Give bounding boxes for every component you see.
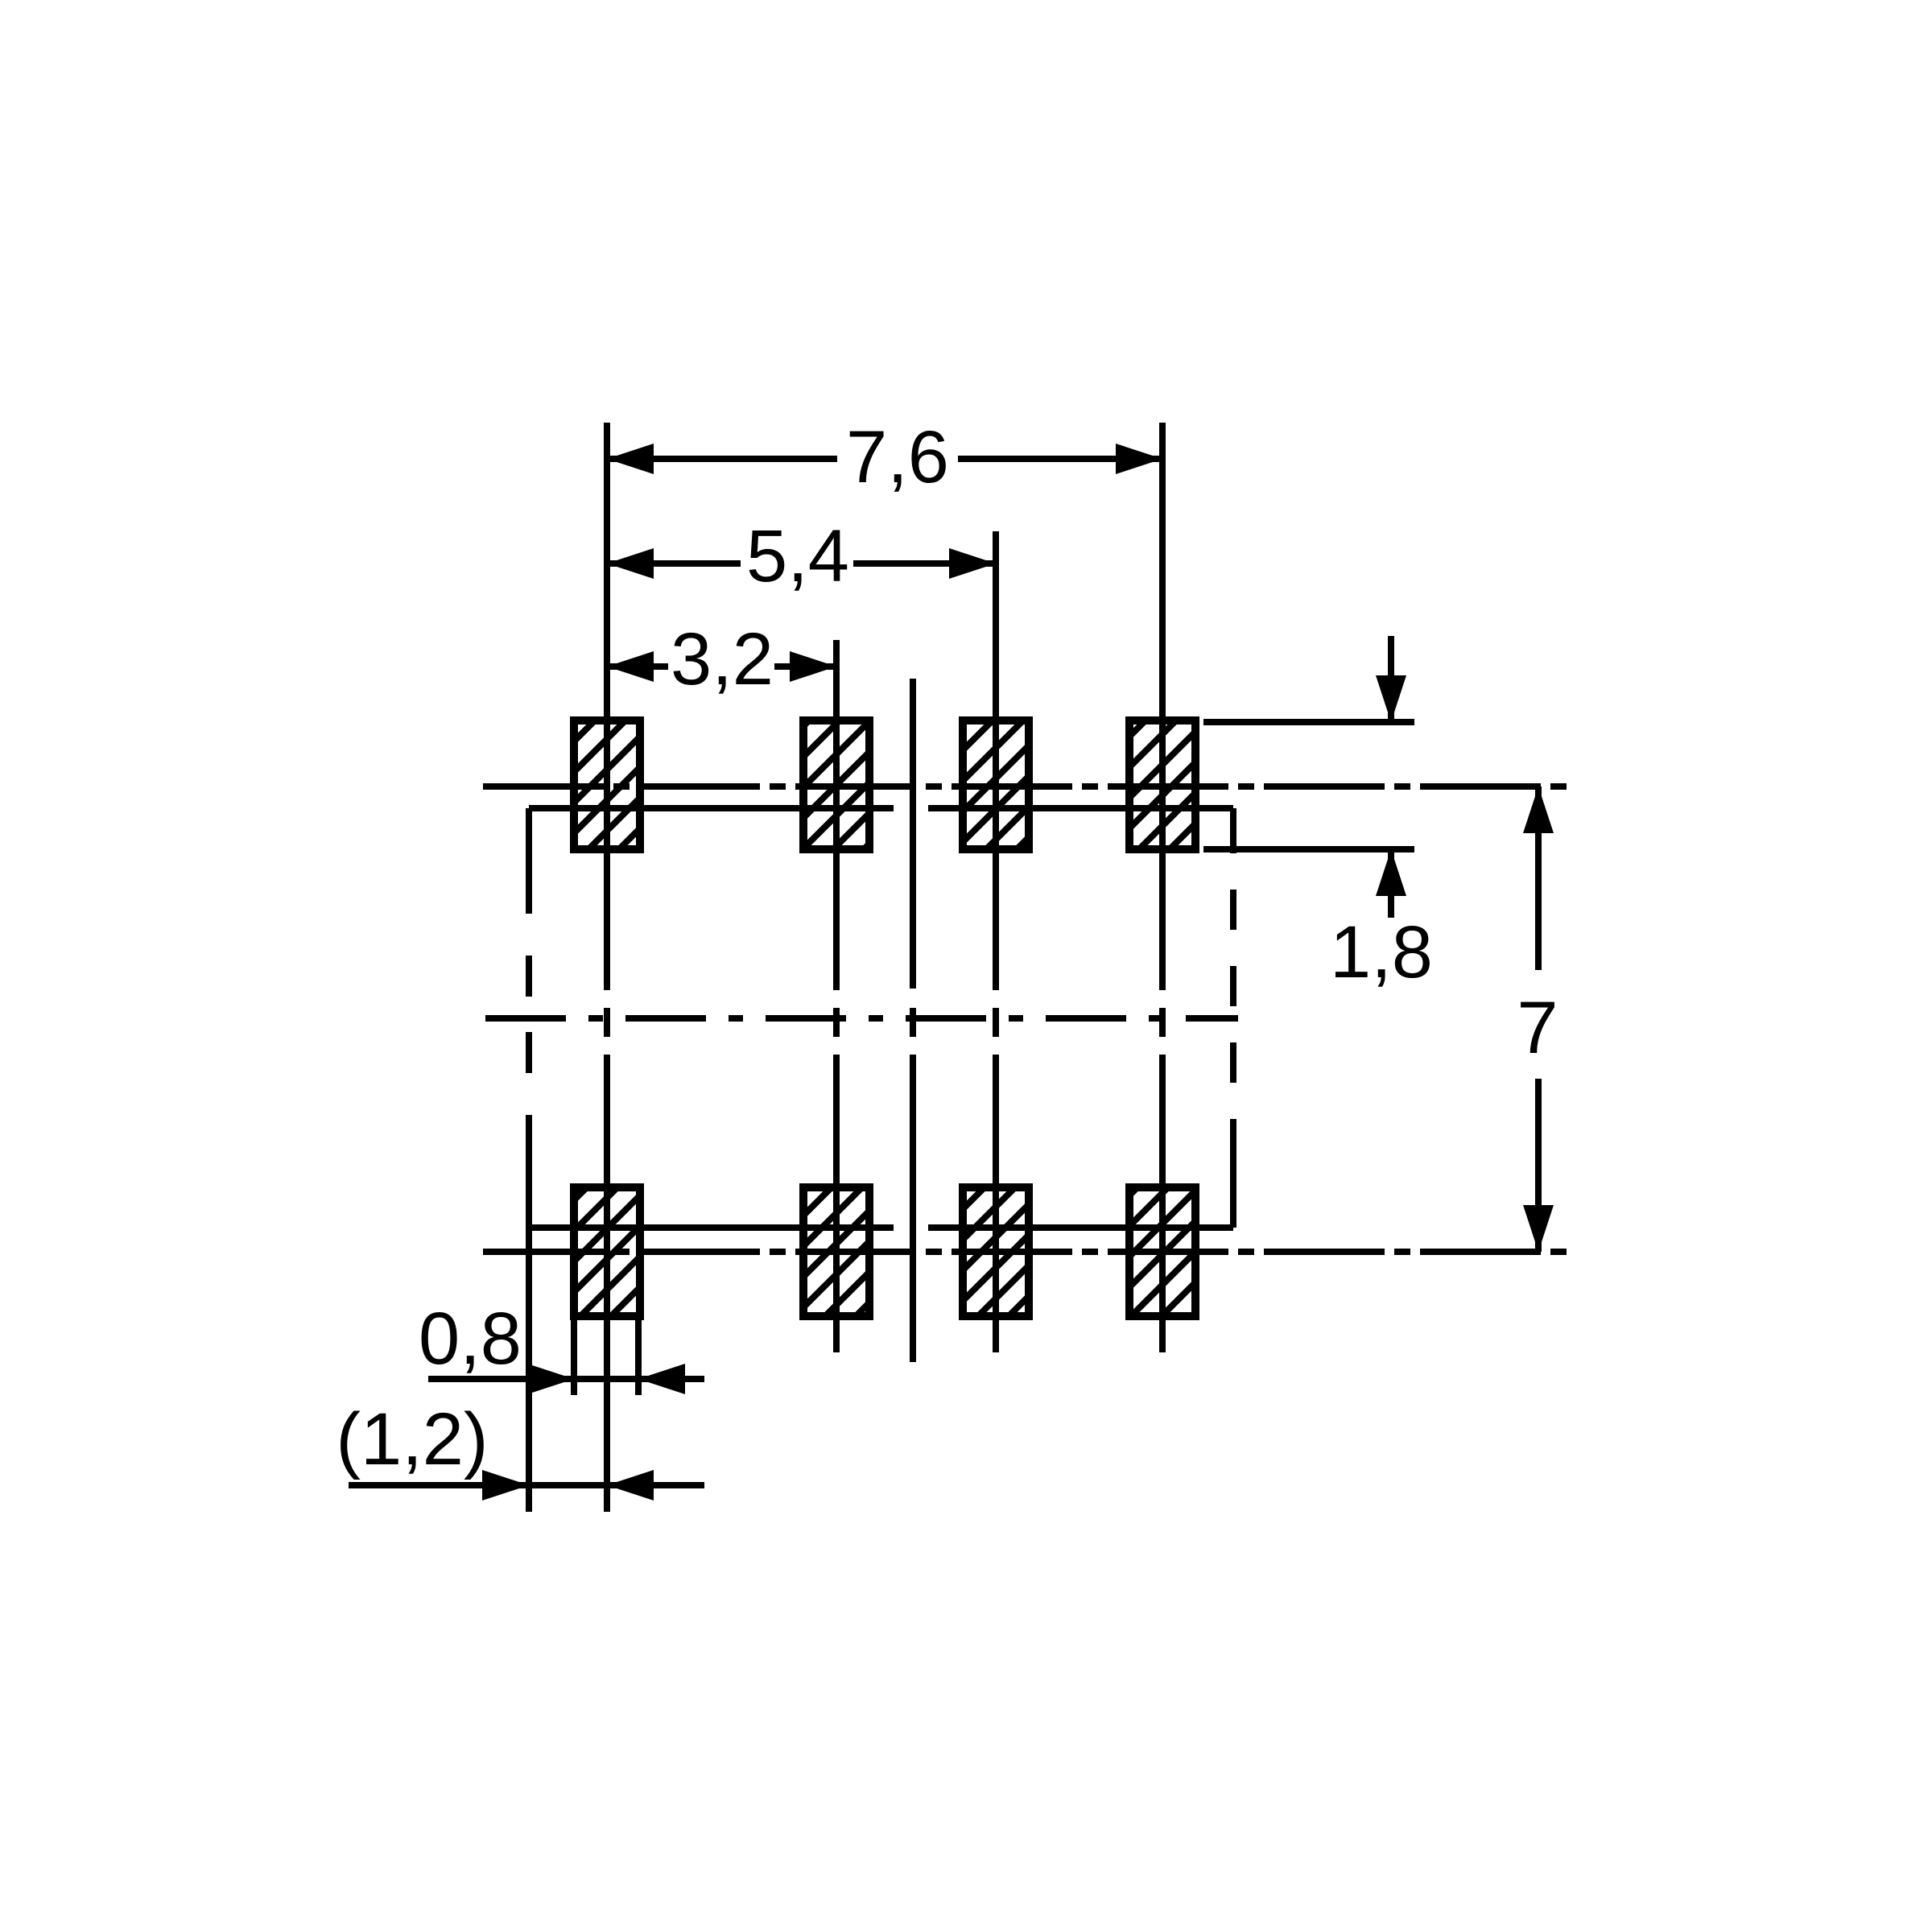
arrow-5-4-right [949, 548, 996, 579]
dim-label-1-8: 1,8 [1330, 911, 1433, 993]
arrow-1-2-left [607, 1470, 654, 1501]
arrow-5-4-left [607, 548, 654, 579]
arrow-0-8-left [638, 1364, 685, 1394]
arrow-0-8-right [527, 1364, 574, 1394]
arrow-7-6-left [607, 444, 654, 474]
arrow-7-down [1523, 1205, 1554, 1252]
dim-label-5-4: 5,4 [746, 515, 849, 597]
dim-label-1-2: (1,2) [336, 1398, 488, 1480]
arrow-3-2-left [607, 651, 654, 682]
arrow-1-8-up [1376, 849, 1406, 896]
arrow-1-2-right [482, 1470, 529, 1501]
arrow-1-8-down [1376, 675, 1406, 722]
arrowheads-layer [482, 444, 1554, 1501]
arrow-7-6-right [1116, 444, 1162, 474]
dim-label-0-8: 0,8 [419, 1298, 522, 1380]
arrow-7-up [1523, 786, 1554, 833]
dimension-labels-layer: 7,6 5,4 3,2 1,8 7 0,8 (1,2) [336, 416, 1558, 1480]
arrow-3-2-right [790, 651, 836, 682]
dim-label-7-6: 7,6 [846, 416, 949, 498]
dim-label-7: 7 [1517, 987, 1558, 1069]
dim-label-3-2: 3,2 [671, 618, 774, 700]
